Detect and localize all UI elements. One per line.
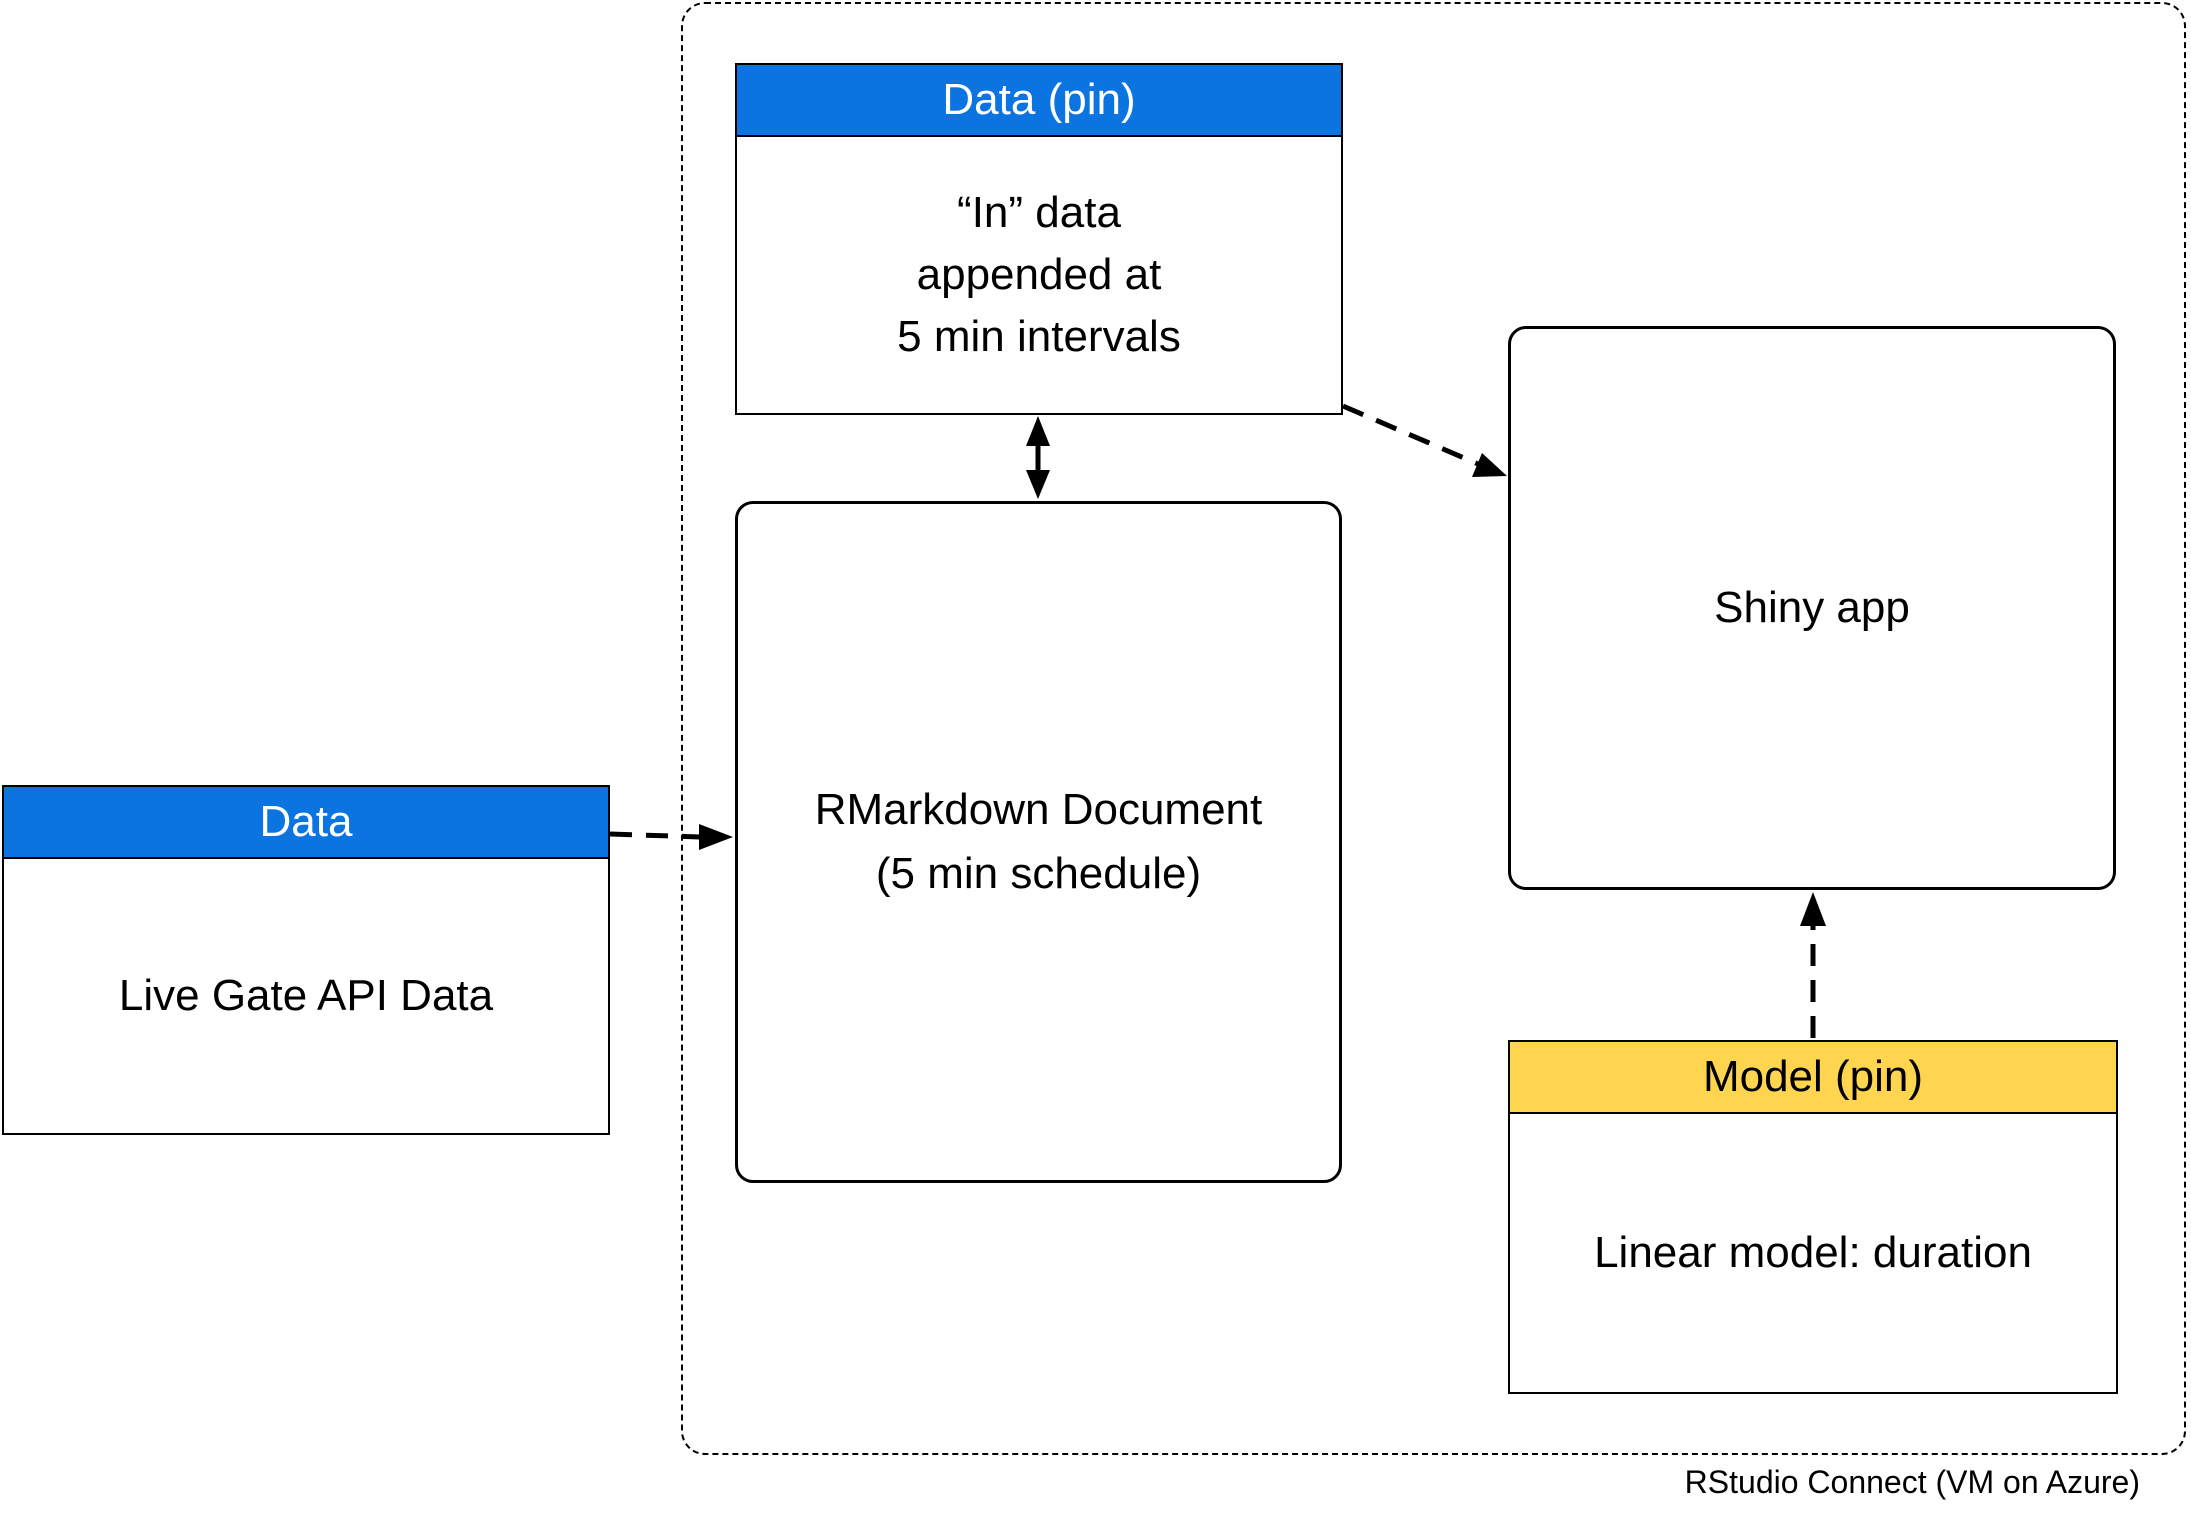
source-data-card-header: Data [4,787,608,859]
data-pin-card: Data (pin) “In” data appended at 5 min i… [735,63,1343,415]
data-pin-card-body: “In” data appended at 5 min intervals [737,137,1341,413]
rmarkdown-title: RMarkdown Document [814,785,1263,834]
model-pin-card-body: Linear model: duration [1594,1228,2032,1277]
data-pin-body-line: “In” data [957,188,1121,237]
data-pin-body-line: 5 min intervals [897,312,1181,361]
arrow-model-to-shiny [1800,892,1826,1038]
arrow-pin-to-shiny [1342,403,1507,477]
arrow-data-to-rmarkdown [609,824,733,850]
data-pin-body-line: appended at [916,250,1162,299]
shiny-app-box: Shiny app [1508,326,2116,890]
model-pin-card: Model (pin) Linear model: duration [1508,1040,2118,1394]
source-data-card-body: Live Gate API Data [118,971,494,1020]
rstudio-connect-boundary [681,2,2186,1455]
rmarkdown-schedule: (5 min schedule) [875,849,1202,898]
rstudio-connect-label: RStudio Connect (VM on Azure) [1684,1464,2140,1500]
rmarkdown-document-box: RMarkdown Document (5 min schedule) [735,501,1342,1183]
arrow-pin-rmarkdown-bidirectional [1026,416,1050,499]
data-pin-card-header: Data (pin) [737,65,1341,137]
shiny-app-label: Shiny app [1714,583,1910,632]
source-data-card: Data Live Gate API Data [2,785,610,1135]
model-pin-card-header: Model (pin) [1510,1042,2116,1114]
